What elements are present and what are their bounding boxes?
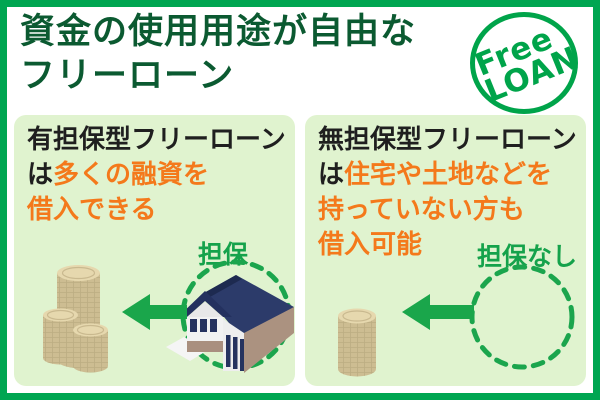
page-title-line2: フリーローン [20,56,235,96]
secured-heading: 有担保型フリーローン [27,125,286,155]
coin-stack-icon [338,308,376,377]
coin-stack-front-left [43,308,78,365]
unsecured-heading: 無担保型フリーローン [318,125,577,155]
secured-loan-illustration [43,259,294,373]
free-loan-stamp-icon: Free LOAN [470,12,584,114]
free-loan-stamp-text: Free LOAN [465,18,584,110]
unsecured-highlight-1: 住宅や土地などを [344,160,553,190]
secured-lead: は [27,160,54,190]
secured-highlight-2: 借入できる [27,195,157,225]
page-title: 資金の使用用途が自由な フリーローン [20,10,416,98]
secured-loan-text: 有担保型フリーローン は多くの融資を 借入できる [14,115,295,228]
unsecured-loan-illustration [338,264,575,377]
unsecured-loan-panel: 無担保型フリーローン は住宅や土地などを 持っていない方も 借入可能 担保なし [305,115,586,386]
house-icon [166,275,294,373]
unsecured-highlight-2: 持っていない方も [318,195,525,225]
unsecured-highlight-3: 借入可能 [318,230,423,260]
unsecured-lead: は [318,160,345,190]
page-title-line1: 資金の使用用途が自由な [20,12,417,52]
empty-dashed-circle-icon [469,264,575,370]
unsecured-loan-text: 無担保型フリーローン は住宅や土地などを 持っていない方も 借入可能 [305,115,586,263]
arrow-left-icon [402,294,474,330]
secured-highlight-1: 多くの融資を [53,160,210,190]
coin-stacks-icon [43,265,108,373]
arrow-left-icon [122,294,187,330]
coin-stack-front-right [73,323,108,373]
secured-loan-panel: 有担保型フリーローン は多くの融資を 借入できる 担保 [14,115,295,386]
